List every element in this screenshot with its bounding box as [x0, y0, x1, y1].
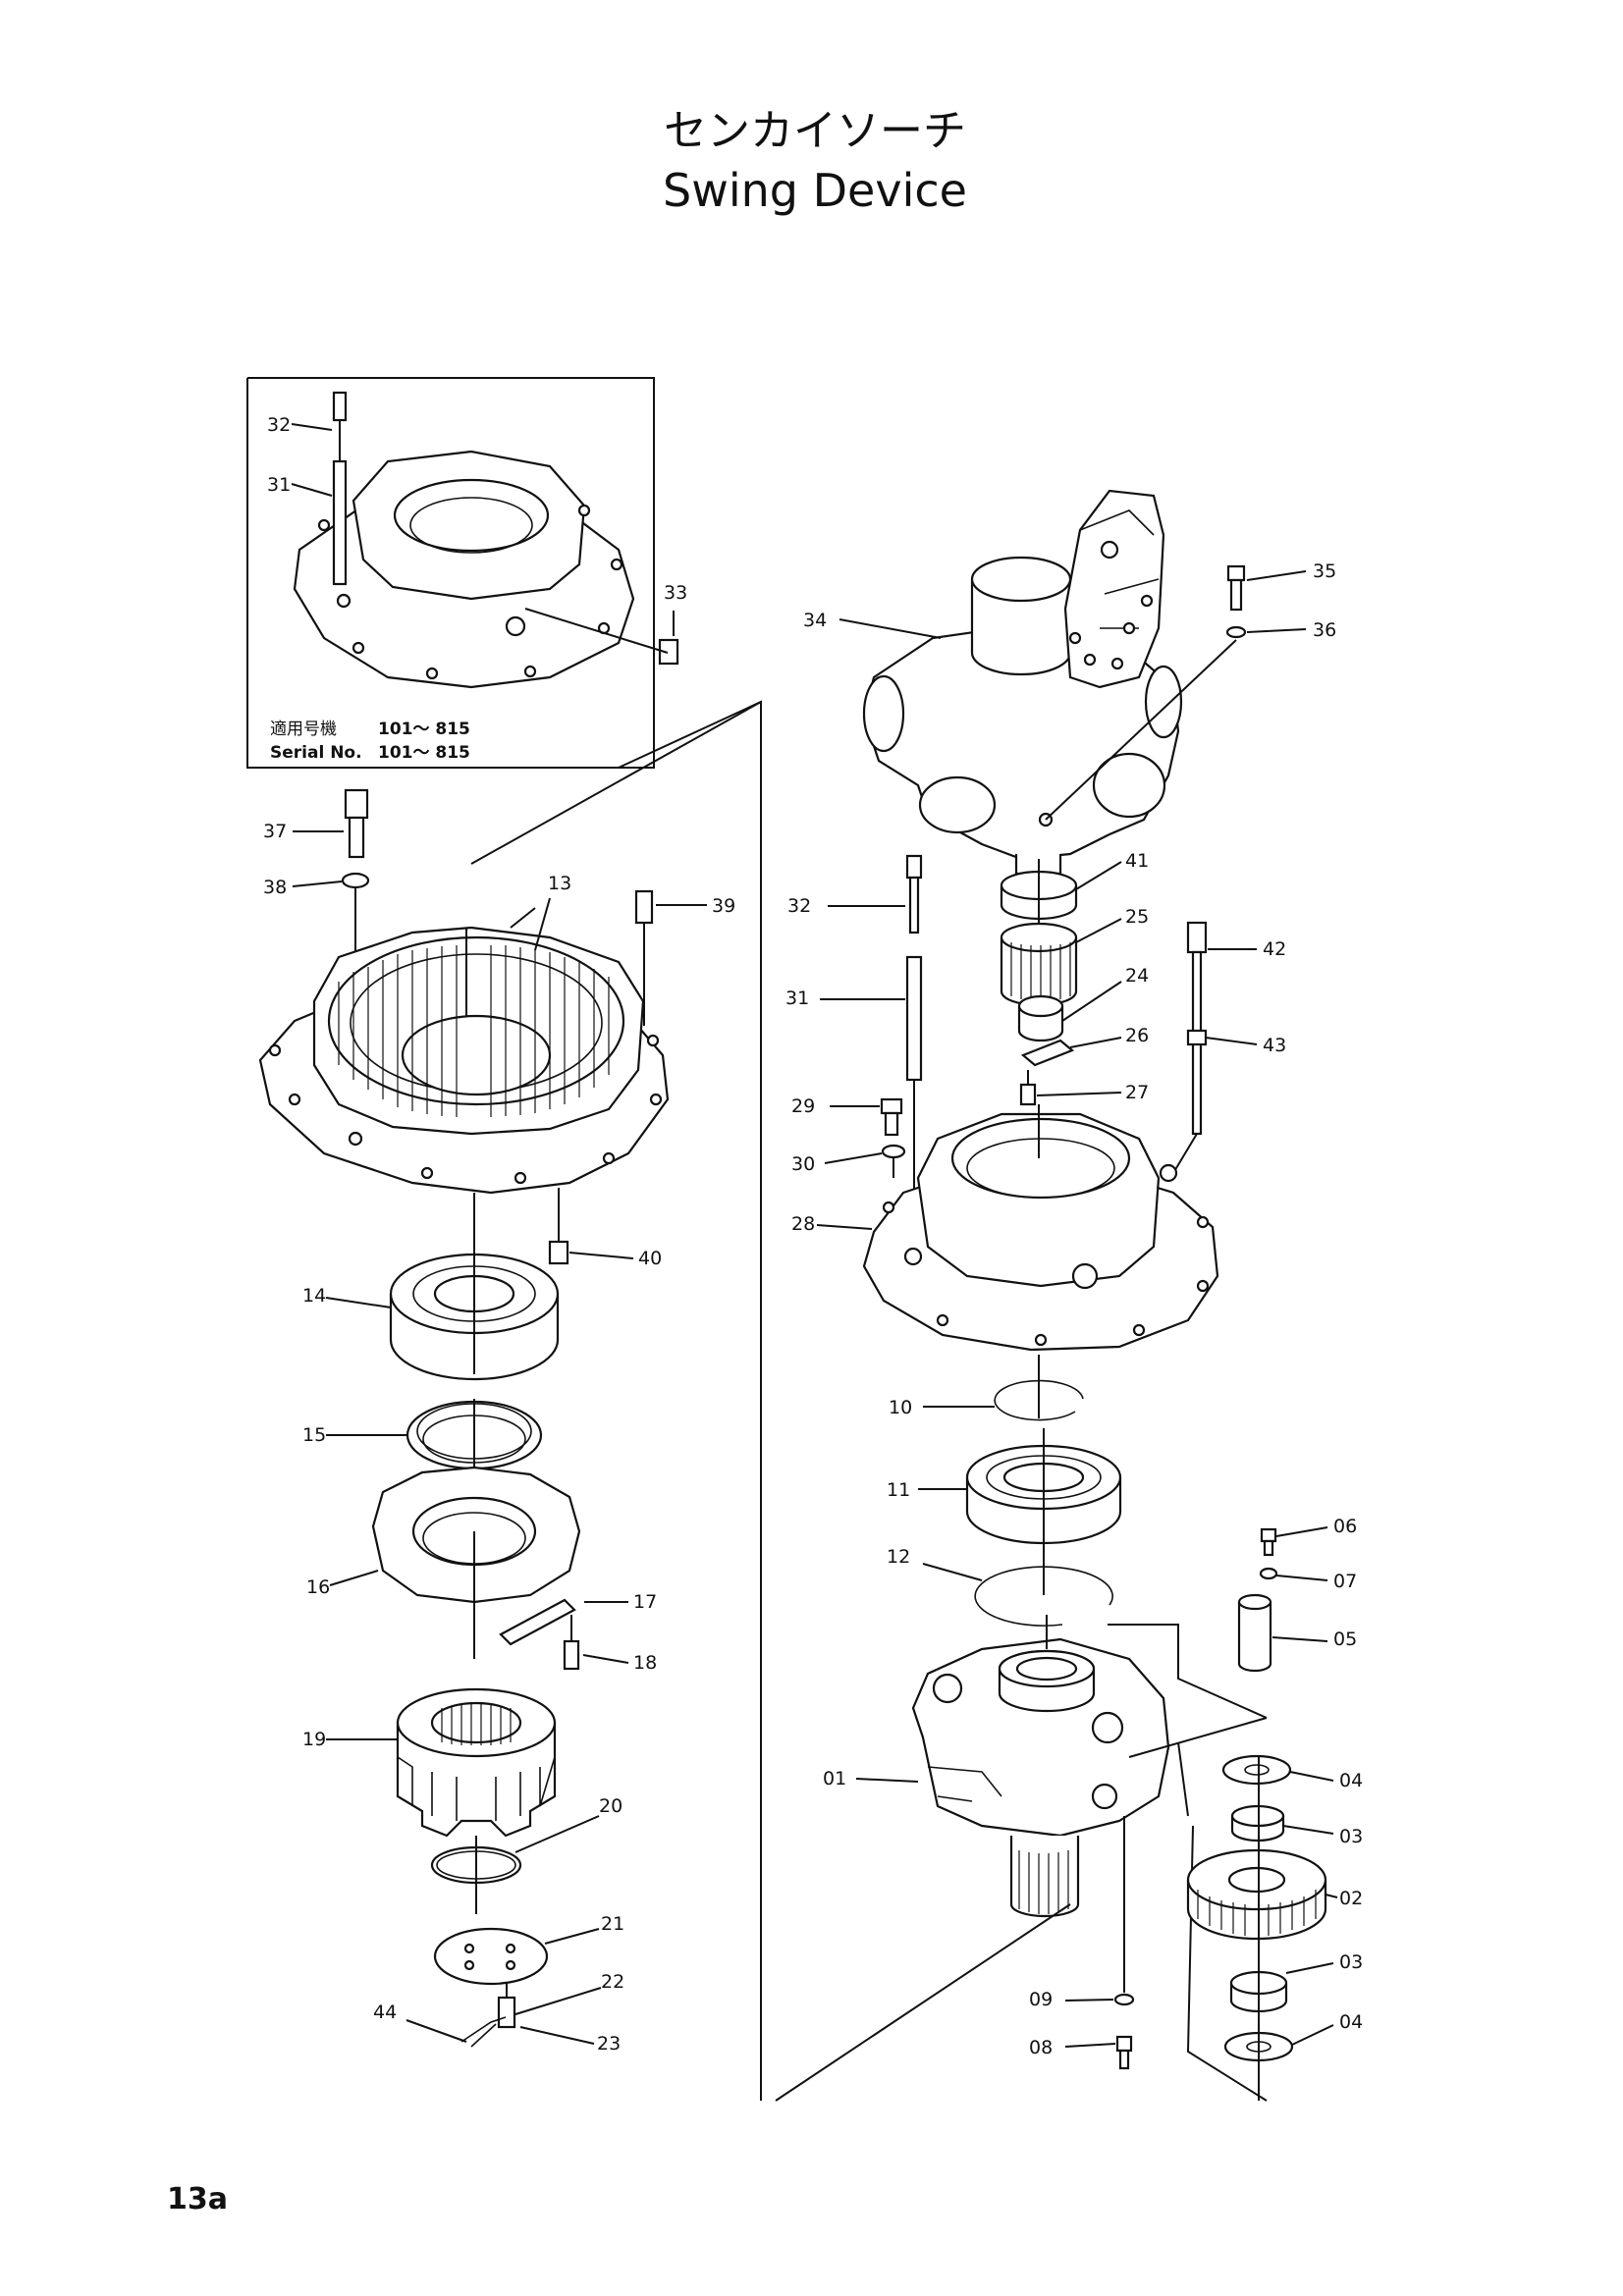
inset-serial-jp-label: 適用号機 [270, 720, 337, 739]
snap-ring-10 [994, 1379, 1084, 1421]
carrier-shaft-01 [911, 1637, 1170, 1918]
inset-pin-31 [332, 459, 348, 586]
callout-43: 43 [1263, 1035, 1286, 1056]
callout-44: 44 [373, 2002, 397, 2023]
callout-35: 35 [1313, 561, 1336, 582]
washer-09 [1113, 1993, 1135, 2006]
callout-37: 37 [263, 821, 287, 842]
washer-38 [341, 872, 370, 889]
callout-12: 12 [887, 1546, 910, 1568]
callout-13: 13 [548, 873, 571, 894]
callout-36: 36 [1313, 619, 1336, 641]
bolt-08 [1115, 2035, 1133, 2053]
callout-07: 07 [1333, 1571, 1357, 1592]
callout-08: 08 [1029, 2037, 1053, 2058]
callout-03-lower: 03 [1339, 1951, 1363, 1973]
callout-17: 17 [633, 1591, 657, 1613]
planet-gear-02 [1186, 1848, 1327, 1941]
callout-09: 09 [1029, 1989, 1053, 2010]
callout-03-upper: 03 [1339, 1826, 1363, 1847]
bolt-23 [497, 1996, 516, 2029]
callout-41: 41 [1125, 850, 1149, 872]
callout-31: 31 [785, 988, 809, 1009]
callout-42: 42 [1263, 938, 1286, 960]
inset-serial-jp-value: 101〜 815 [378, 720, 470, 739]
hydraulic-motor-34 [862, 489, 1183, 876]
cap-42 [1186, 921, 1208, 954]
screw-27 [1019, 1083, 1037, 1106]
bolt-29 [880, 1097, 903, 1115]
callout-38: 38 [263, 877, 287, 898]
bolt-32 [905, 854, 923, 880]
inset-callout-33: 33 [664, 582, 687, 604]
callout-28: 28 [791, 1213, 815, 1235]
pin-31 [905, 955, 923, 1082]
bolt-35 [1226, 564, 1246, 582]
lock-plate-17 [499, 1598, 576, 1646]
callout-14: 14 [302, 1285, 326, 1307]
callout-40: 40 [638, 1248, 662, 1269]
callout-30: 30 [791, 1153, 815, 1175]
dowel-39 [634, 889, 654, 925]
cover-plate-21 [433, 1927, 549, 1986]
title-japanese: センカイソーチ [664, 106, 966, 156]
callout-32: 32 [787, 895, 811, 917]
retainer-plate-16 [371, 1466, 581, 1604]
inset-bolt-32-head [332, 391, 348, 422]
callout-25: 25 [1125, 906, 1149, 928]
washer-07 [1259, 1567, 1278, 1580]
inset-serial-en-label: Serial No. [270, 743, 362, 763]
plate-26 [1020, 1039, 1075, 1067]
washer-30 [881, 1144, 906, 1159]
inset-flange-cover [293, 450, 635, 689]
inset-serial-en-value: 101〜 815 [378, 743, 470, 763]
callout-04-upper: 04 [1339, 1770, 1363, 1791]
callout-11: 11 [887, 1479, 910, 1501]
callout-02: 02 [1339, 1888, 1363, 1909]
callout-10: 10 [889, 1397, 912, 1418]
ring-gear-housing-13 [258, 926, 670, 1195]
inset-serial-variant: 32 31 33 適用号機 101〜 815 Serial No. 101〜 8… [246, 377, 687, 769]
callout-20: 20 [599, 1795, 622, 1817]
callout-04-lower: 04 [1339, 2011, 1363, 2033]
screw-06 [1260, 1527, 1277, 1543]
callout-24: 24 [1125, 965, 1149, 987]
inset-plug-33 [658, 638, 679, 666]
callout-19: 19 [302, 1729, 326, 1750]
callout-21: 21 [601, 1913, 624, 1935]
callout-34: 34 [803, 610, 827, 631]
pinion-gear-25 [1000, 922, 1078, 1007]
gear-19 [396, 1687, 557, 1838]
title-english: Swing Device [663, 164, 967, 217]
thrust-washer-04a [1221, 1754, 1292, 1786]
inset-callout-31: 31 [267, 474, 291, 496]
callout-18: 18 [633, 1652, 657, 1674]
motor-cover-28 [862, 1112, 1219, 1352]
inset-callout-32: 32 [267, 414, 291, 436]
callout-15: 15 [302, 1424, 326, 1446]
callout-26: 26 [1125, 1025, 1149, 1046]
retaining-ring-12 [974, 1566, 1113, 1627]
pin-05 [1237, 1602, 1272, 1673]
callout-06: 06 [1333, 1516, 1357, 1537]
callout-27: 27 [1125, 1082, 1149, 1103]
plug-40 [548, 1240, 569, 1265]
callout-05: 05 [1333, 1629, 1357, 1650]
bolt-37 [344, 788, 369, 859]
callout-22: 22 [601, 1971, 624, 1993]
spacer-24 [1017, 994, 1064, 1042]
lock-wire-44 [460, 2016, 507, 2048]
callout-23: 23 [597, 2033, 621, 2055]
washer-36 [1225, 625, 1247, 639]
callout-39: 39 [712, 895, 735, 917]
callout-29: 29 [791, 1095, 815, 1117]
callout-16: 16 [306, 1576, 330, 1598]
page-number: 13a [167, 2182, 228, 2216]
callout-01: 01 [823, 1768, 846, 1789]
bolt-18 [563, 1639, 580, 1671]
